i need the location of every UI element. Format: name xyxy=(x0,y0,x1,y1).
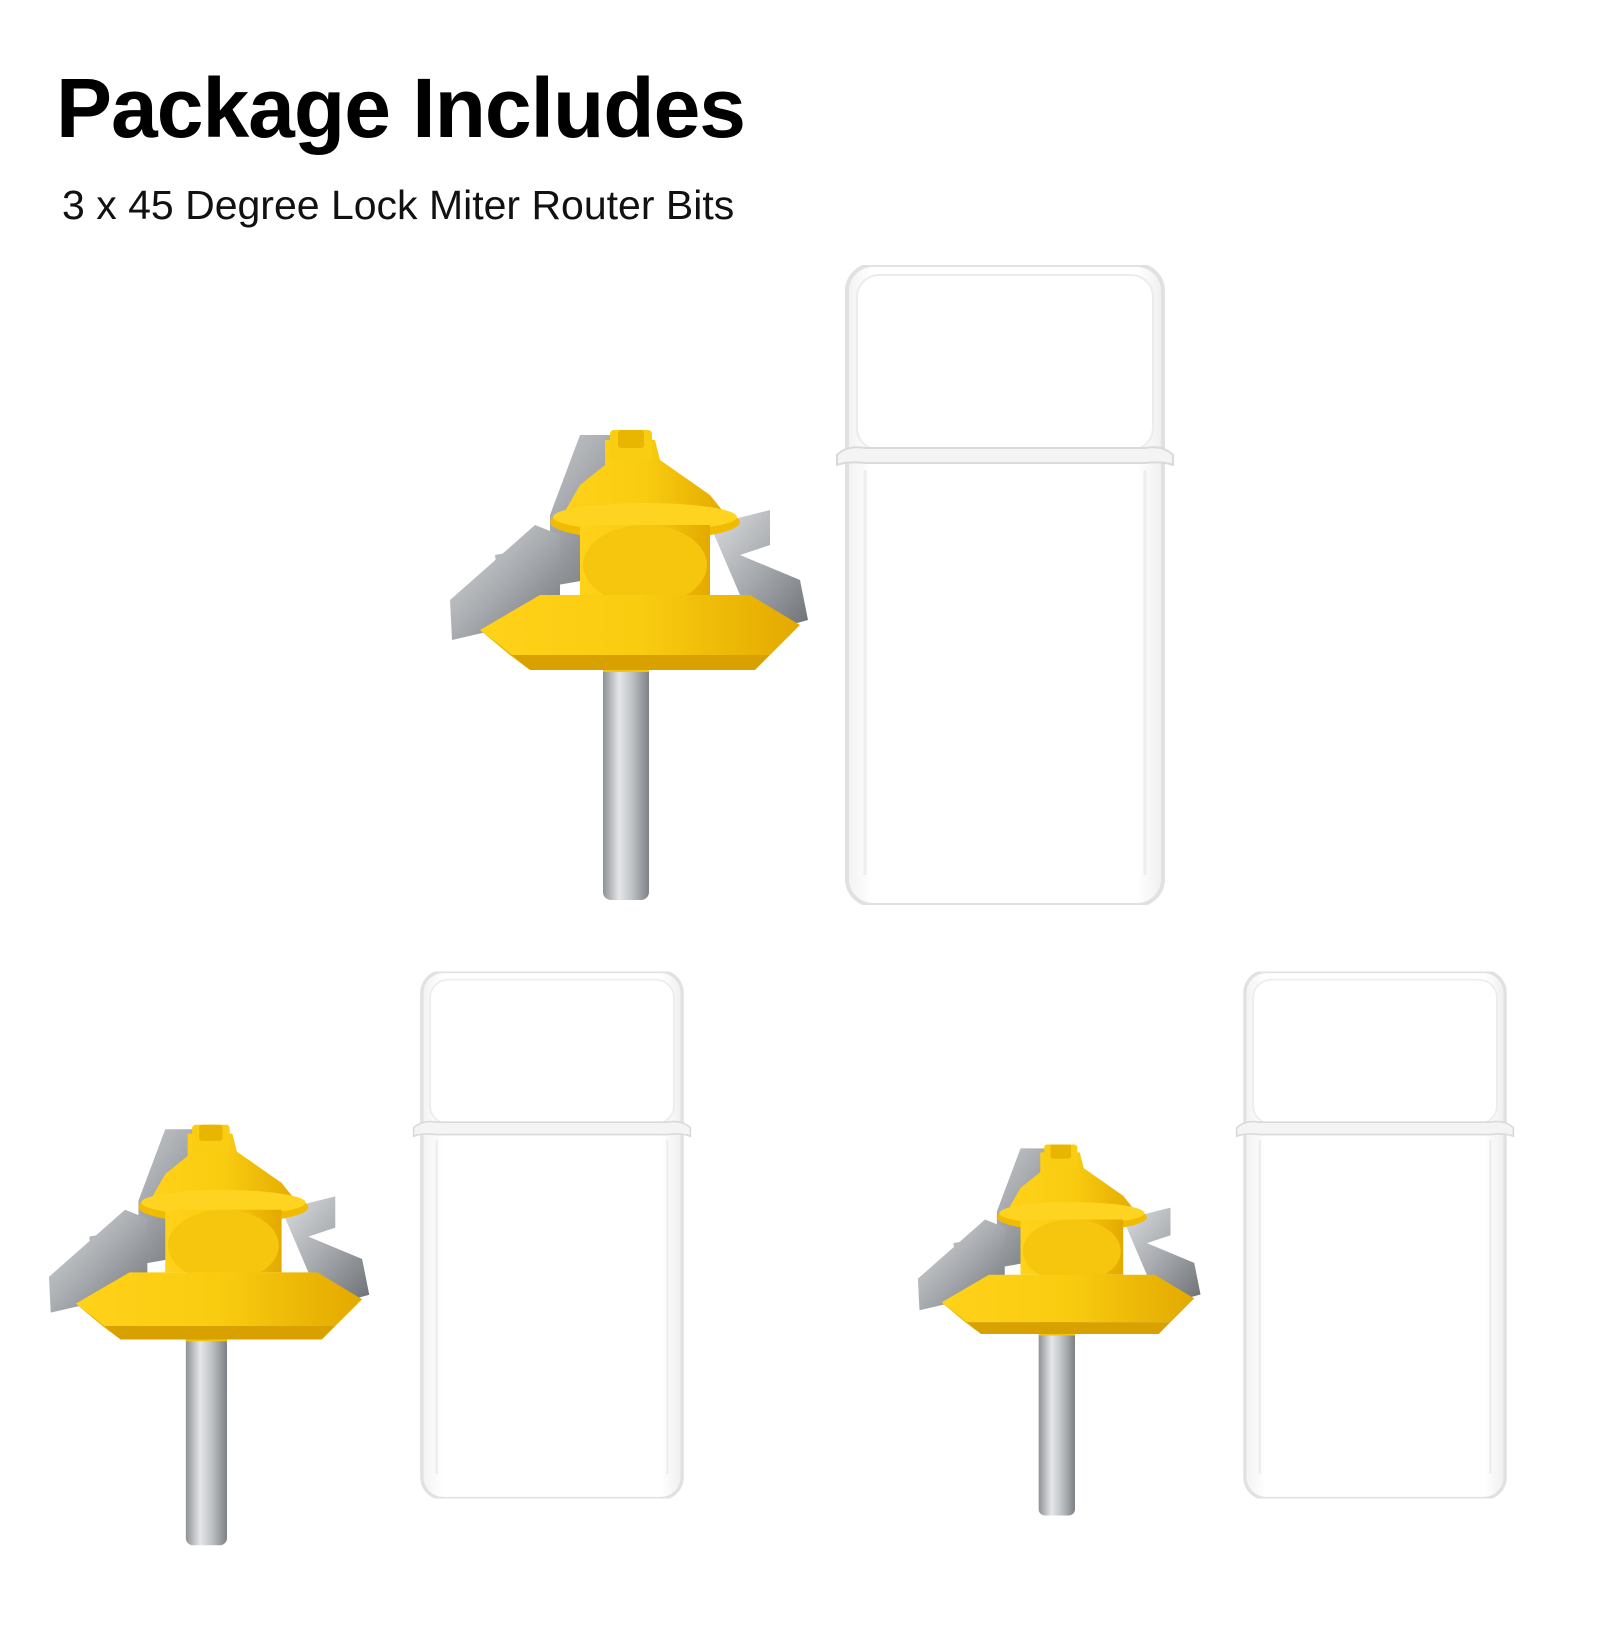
router-bit-icon xyxy=(917,1144,1201,1516)
storage-case-icon xyxy=(412,971,692,1499)
router-bit-icon xyxy=(48,1124,370,1546)
package-contents-text: 3 x 45 Degree Lock Miter Router Bits xyxy=(62,182,735,228)
page-title: Package Includes xyxy=(56,61,746,155)
storage-case-icon xyxy=(1235,971,1515,1499)
storage-case-icon xyxy=(835,265,1175,905)
